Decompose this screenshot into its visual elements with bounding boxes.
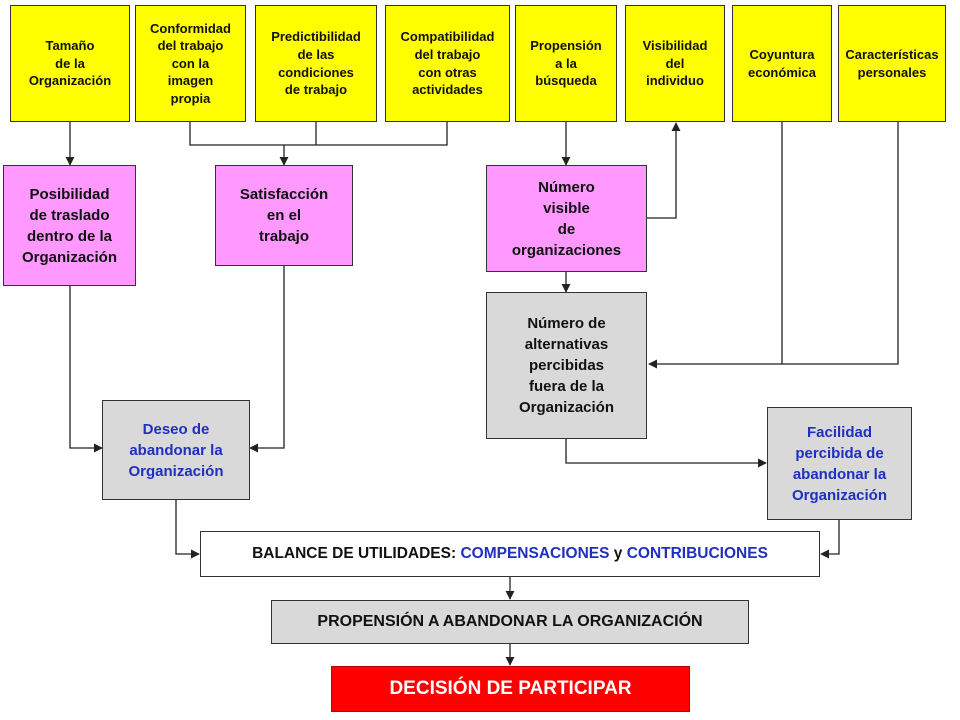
deseo-abandonar-label: Deseo de abandonar la Organización [128, 420, 224, 480]
balance-y: y [609, 545, 627, 562]
factor-predictibilidad-label: Predictibilidad de las condiciones de tr… [271, 29, 361, 98]
factor-compatibilidad-label: Compatibilidad del trabajo con otras act… [400, 29, 495, 98]
factor-tamano: Tamaño de la Organización [10, 5, 130, 122]
balance-box: BALANCE DE UTILIDADES: COMPENSACIONES y … [200, 531, 820, 577]
factor-tamano-label: Tamaño de la Organización [28, 38, 112, 89]
balance-contribuciones: CONTRIBUCIONES [626, 545, 768, 562]
numero-visible-label: Número visible de organizaciones [511, 178, 622, 259]
factor-conformidad-label: Conformidad del trabajo con la imagen pr… [150, 20, 231, 106]
facilidad-label: Facilidad percibida de abandonar la Orga… [791, 423, 888, 504]
deseo-abandonar-box: Deseo de abandonar la Organización [102, 400, 250, 500]
propension-label: PROPENSIÓN A ABANDONAR LA ORGANIZACIÓN [317, 612, 703, 630]
balance-prefix: BALANCE DE UTILIDADES: [252, 545, 461, 562]
factor-coyuntura: Coyuntura económica [732, 5, 832, 122]
factor-predictibilidad: Predictibilidad de las condiciones de tr… [255, 5, 377, 122]
numero-visible-box: Número visible de organizaciones [486, 165, 647, 272]
satisfaccion-box: Satisfacción en el trabajo [215, 165, 353, 266]
factor-propension-busqueda-label: Propensión a la búsqueda [530, 38, 602, 89]
balance-label: BALANCE DE UTILIDADES: COMPENSACIONES y … [252, 545, 768, 563]
posibilidad-traslado-label: Posibilidad de traslado dentro de la Org… [21, 185, 118, 266]
satisfaccion-label: Satisfacción en el trabajo [239, 186, 329, 245]
factor-compatibilidad: Compatibilidad del trabajo con otras act… [385, 5, 510, 122]
factor-caracteristicas: Características personales [838, 5, 946, 122]
decision-label: DECISIÓN DE PARTICIPAR [389, 678, 632, 699]
facilidad-box: Facilidad percibida de abandonar la Orga… [767, 407, 912, 520]
alternativas-label: Número de alternativas percibidas fuera … [518, 315, 615, 416]
factor-caracteristicas-label: Características personales [845, 46, 939, 80]
propension-box: PROPENSIÓN A ABANDONAR LA ORGANIZACIÓN [271, 600, 749, 644]
balance-compensaciones: COMPENSACIONES [460, 545, 610, 562]
decision-box: DECISIÓN DE PARTICIPAR [331, 666, 690, 712]
factor-visibilidad-label: Visibilidad del individuo [642, 38, 708, 89]
alternativas-box: Número de alternativas percibidas fuera … [486, 292, 647, 439]
factor-coyuntura-label: Coyuntura económica [748, 46, 816, 80]
posibilidad-traslado-box: Posibilidad de traslado dentro de la Org… [3, 165, 136, 286]
factor-conformidad: Conformidad del trabajo con la imagen pr… [135, 5, 246, 122]
factor-propension-busqueda: Propensión a la búsqueda [515, 5, 617, 122]
factor-visibilidad: Visibilidad del individuo [625, 5, 725, 122]
